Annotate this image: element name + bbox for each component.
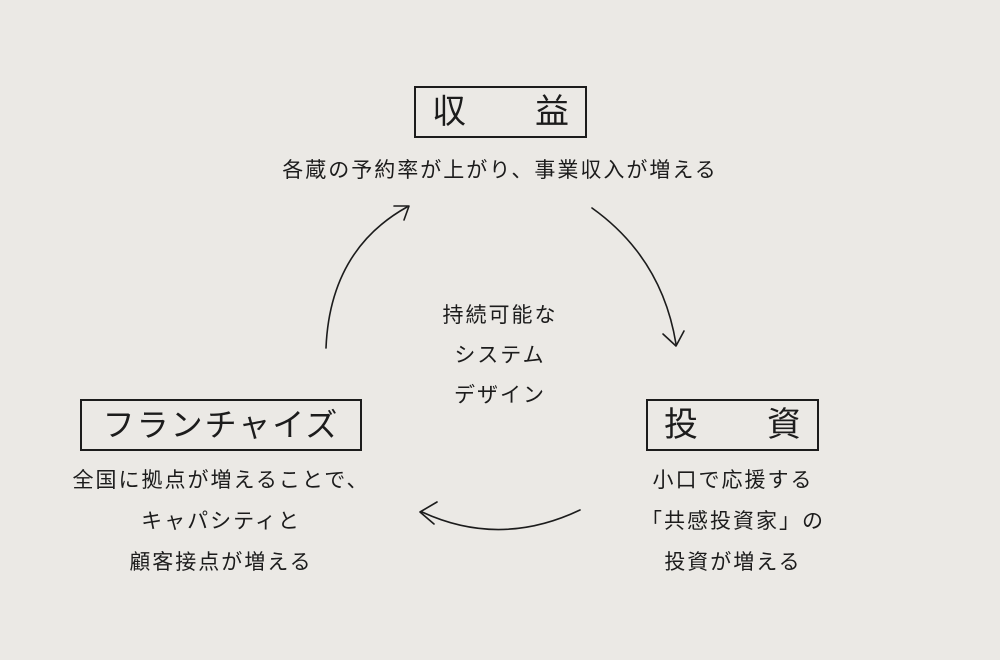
revenue-description: 各蔵の予約率が上がり、事業収入が増える <box>250 150 750 191</box>
investment-description-line-1: 小口で応援する <box>652 468 814 492</box>
investment-description: 小口で応援する 「共感投資家」の 投資が増える <box>596 460 870 583</box>
center-label: 持続可能な システム デザイン <box>400 295 600 415</box>
arrowhead-franchise-to-revenue <box>393 205 410 221</box>
investment-description-line-3: 投資が増える <box>664 550 802 574</box>
revenue-title-char-1: 収 <box>432 92 466 132</box>
arrow-investment-to-franchise <box>421 509 581 531</box>
franchise-title-box: フランチャイズ <box>80 399 362 451</box>
franchise-title: フランチャイズ <box>102 406 340 444</box>
arrow-franchise-to-revenue <box>325 206 408 349</box>
center-label-line-1: 持続可能な <box>442 303 558 327</box>
arrowhead-investment-to-franchise <box>419 501 438 525</box>
franchise-description-line-2: キャパシティと <box>141 509 301 533</box>
revenue-title-char-2: 益 <box>535 92 569 132</box>
arrowhead-revenue-to-investment <box>662 330 685 347</box>
revenue-description-text: 各蔵の予約率が上がり、事業収入が増える <box>282 158 718 182</box>
arrow-revenue-to-investment <box>591 207 677 345</box>
revenue-title-box: 収 益 <box>414 86 587 138</box>
franchise-description-line-1: 全国に拠点が増えることで、 <box>72 468 370 492</box>
franchise-description-line-3: 顧客接点が増える <box>129 550 313 574</box>
investment-description-line-2: 「共感投資家」の <box>641 509 825 533</box>
investment-title-char-2: 資 <box>767 405 801 445</box>
center-label-line-3: デザイン <box>454 383 546 407</box>
franchise-description: 全国に拠点が増えることで、 キャパシティと 顧客接点が増える <box>40 460 402 583</box>
center-label-line-2: システム <box>454 343 546 367</box>
investment-title-char-1: 投 <box>664 405 698 445</box>
investment-title-box: 投 資 <box>646 399 819 451</box>
